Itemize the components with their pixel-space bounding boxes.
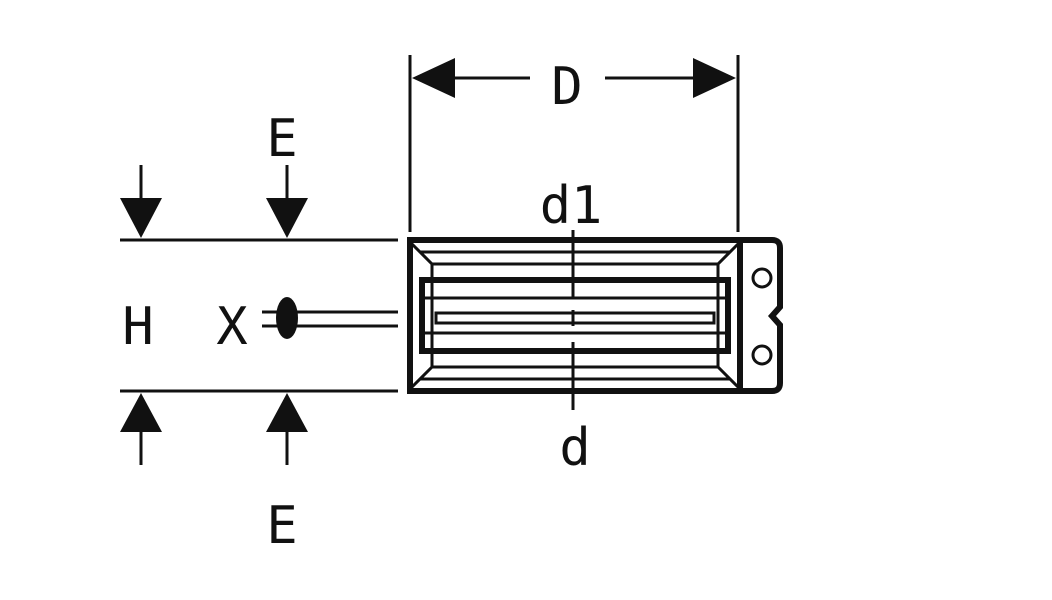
component-body <box>407 237 783 394</box>
centerline: d1 d <box>540 176 603 478</box>
dimension-e: E E <box>266 109 308 556</box>
arrow-up-icon <box>120 393 162 432</box>
arrowhead-left-icon <box>412 58 455 98</box>
arrow-down-icon <box>120 198 162 238</box>
dimension-d: D <box>408 55 740 232</box>
label-d-dimension: D <box>551 57 582 117</box>
label-d: d <box>559 418 590 478</box>
arrowhead-right-icon <box>693 58 736 98</box>
dimension-h: H <box>120 165 398 465</box>
arrow-down-icon <box>266 198 308 238</box>
label-x: X <box>216 297 247 357</box>
label-d1: d1 <box>540 176 603 236</box>
weld-symbol: X <box>216 297 398 357</box>
label-h: H <box>122 297 153 357</box>
weld-dot-icon <box>276 297 298 339</box>
arrow-up-icon <box>266 393 308 432</box>
label-e-bottom: E <box>266 496 297 556</box>
label-e-top: E <box>266 109 297 169</box>
hole-icon <box>751 267 773 289</box>
hole-icon <box>751 344 773 366</box>
